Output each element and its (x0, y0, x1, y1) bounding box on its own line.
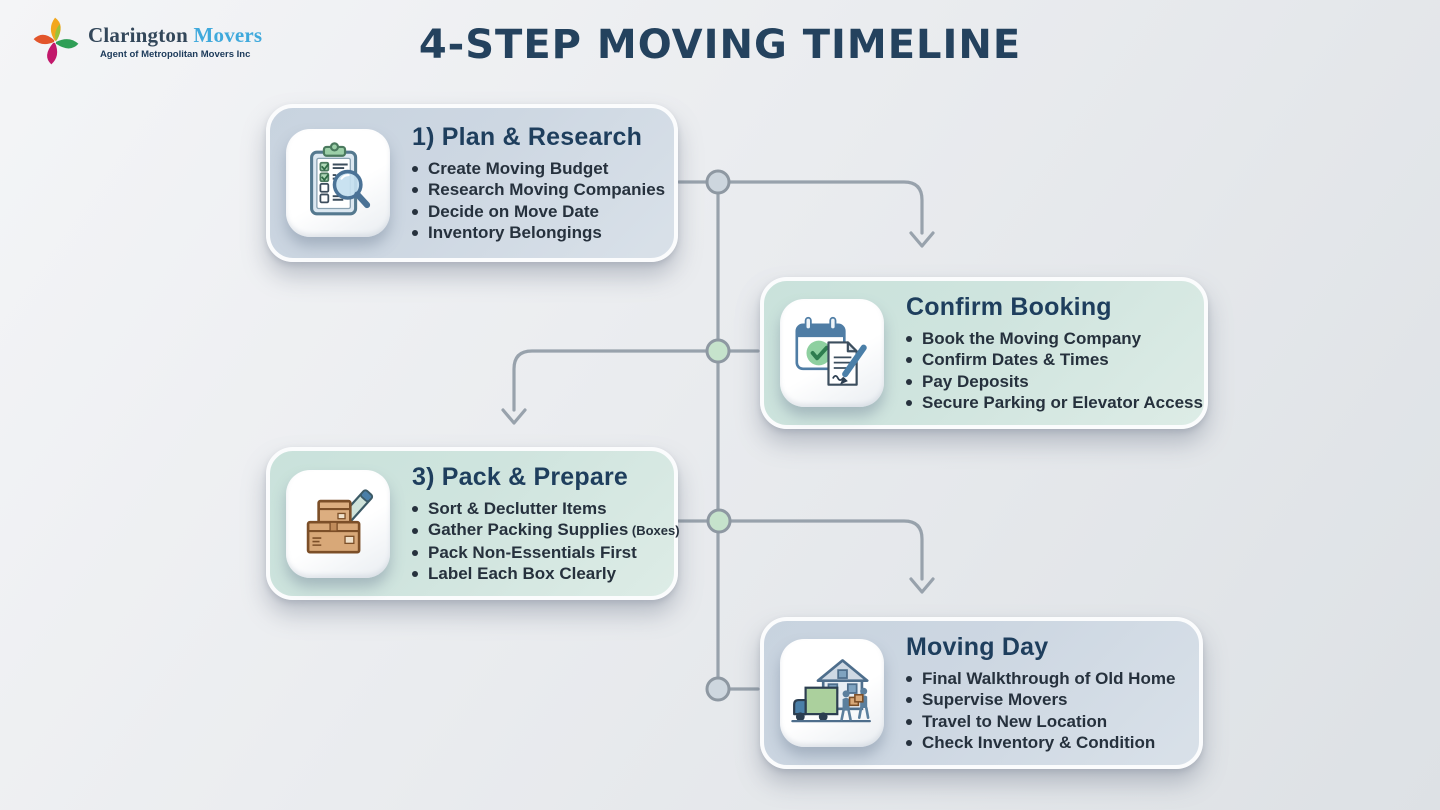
bullet-item: Research Moving Companies (412, 180, 665, 201)
bullet-text: Final Walkthrough of Old Home (922, 668, 1176, 688)
bullet-item: Final Walkthrough of Old Home (906, 669, 1183, 690)
logo-name-secondary: Movers (193, 22, 263, 47)
bullet-item: Decide on Move Date (412, 202, 658, 223)
bullet-item: Travel to New Location (906, 712, 1183, 733)
company-logo: Clarington Movers Agent of Metropolitan … (28, 12, 262, 70)
arrow-down-step3 (501, 408, 527, 425)
bullet-dot (412, 505, 418, 512)
moving-boxes-pencil-icon (306, 488, 374, 553)
bullet-dot (412, 571, 418, 578)
bullet-item: Confirm Dates & Times (906, 350, 1188, 371)
bullet-item: Label Each Box Clearly (412, 564, 658, 585)
timeline-node-4 (705, 676, 731, 702)
bullet-text: Gather Packing Supplies (Boxes) (428, 520, 680, 539)
bullet-note: (Boxes) (628, 523, 680, 538)
bullet-text: Create Moving Budget (428, 158, 609, 178)
bullet-text: Decide on Move Date (428, 201, 599, 221)
bullet-item: Supervise Movers (906, 690, 1183, 711)
bullet-item: Secure Parking or Elevator Access (906, 393, 1203, 414)
bullet-text: Pay Deposits (922, 371, 1029, 391)
timeline-node-1 (705, 169, 731, 195)
bullet-text: Travel to New Location (922, 711, 1108, 731)
step-card-moving-day: Moving Day Final Walkthrough of Old Home… (760, 617, 1203, 769)
step4-heading: Moving Day (906, 632, 1049, 661)
bullet-text: Inventory Belongings (428, 223, 602, 242)
bullet-dot (906, 400, 912, 407)
timeline-node-3 (706, 508, 732, 534)
step4-icon-tile (780, 639, 884, 747)
truck-house-movers-icon (791, 659, 871, 723)
bullet-item: Create Moving Budget (412, 159, 658, 180)
step2-heading: Confirm Booking (906, 292, 1112, 321)
bullet-dot (412, 165, 418, 172)
arrow-down-step2 (909, 231, 935, 248)
bullet-text: Book the Moving Company (922, 328, 1142, 348)
step2-icon-tile (780, 299, 884, 407)
arrow-down-step4 (909, 577, 935, 594)
bullet-dot (906, 697, 912, 704)
bullet-text: Research Moving Companies (428, 180, 666, 199)
clipboard-checklist-magnifier-icon (310, 142, 371, 216)
bullet-item: Book the Moving Company (906, 329, 1188, 350)
bullet-dot (906, 740, 912, 747)
bullet-dot (412, 230, 418, 237)
step3-icon-tile (286, 469, 390, 578)
bullet-item: Gather Packing Supplies (Boxes) (412, 520, 680, 542)
step1-icon-tile (286, 129, 390, 237)
bullet-dot (906, 335, 912, 342)
bullet-text: Label Each Box Clearly (428, 564, 617, 583)
bullet-item: Pack Non-Essentials First (412, 543, 658, 564)
bullet-item: Check Inventory & Condition (906, 733, 1183, 754)
logo-name-primary: Clarington (88, 22, 189, 47)
step3-heading: 3) Pack & Prepare (412, 462, 629, 491)
logo-name: Clarington Movers (88, 23, 262, 48)
bullet-dot (906, 357, 912, 364)
bullet-dot (412, 208, 418, 215)
bullet-text: Check Inventory & Condition (922, 733, 1156, 752)
bullet-text: Pack Non-Essentials First (428, 542, 637, 562)
step-card-pack-prepare: 3) Pack & Prepare Sort & Declutter Items… (266, 447, 680, 600)
step1-heading: 1) Plan & Research (412, 122, 643, 151)
page-title: 4-STEP MOVING TIMELINE (418, 22, 1022, 68)
timeline-node-2 (705, 338, 731, 364)
bullet-dot (906, 378, 912, 385)
pinwheel-logo-icon (33, 17, 79, 65)
bullet-dot (906, 718, 912, 725)
connector-step3-to-step4 (677, 519, 924, 581)
bullet-dot (906, 675, 912, 682)
bullet-dot (412, 527, 418, 534)
connector-step1-to-step2 (677, 180, 924, 235)
bullet-item: Sort & Declutter Items (412, 499, 658, 520)
bullet-item: Pay Deposits (906, 372, 1188, 393)
calendar-check-contract-icon (795, 316, 867, 386)
logo-tagline: Agent of Metropolitan Movers Inc (99, 48, 251, 60)
bullet-text: Sort & Declutter Items (428, 498, 607, 518)
connector-step2-to-step3 (512, 349, 760, 412)
bullet-item: Inventory Belongings (412, 223, 658, 244)
bullet-text: Confirm Dates & Times (922, 350, 1109, 369)
bullet-text: Secure Parking or Elevator Access (922, 393, 1203, 412)
bullet-text: Supervise Movers (922, 690, 1068, 709)
bullet-dot (412, 187, 418, 194)
bullet-dot (412, 549, 418, 556)
